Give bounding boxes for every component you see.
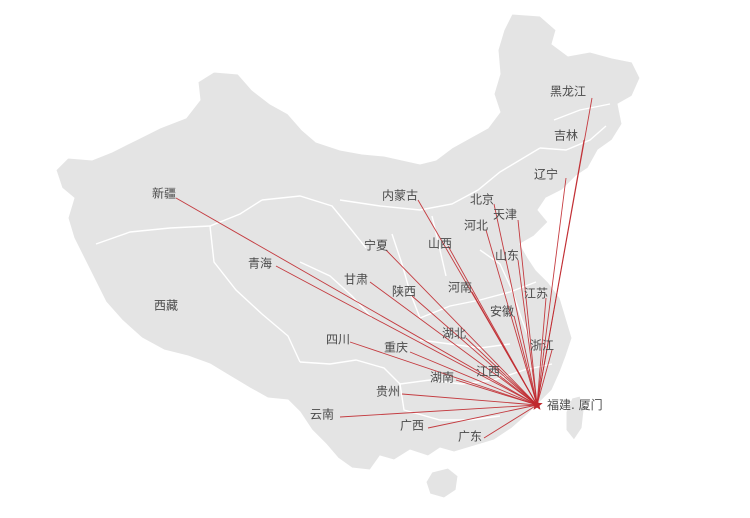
route-line-jiangxi (499, 375, 538, 406)
boundary-shaanxi (391, 233, 421, 319)
boundary-xinjiang-xizang (95, 199, 263, 245)
province-label-shanxi: 山西 (428, 237, 452, 251)
route-line-hebei (485, 229, 538, 406)
province-label-xizang: 西藏 (154, 299, 178, 313)
province-boundaries (95, 103, 611, 421)
boundary-gansu-sichuan (299, 261, 373, 319)
route-line-liaoning (536, 177, 567, 406)
route-line-xinjiang (175, 197, 538, 406)
hainan-island-shape (425, 467, 459, 499)
province-label-henan: 河南 (448, 280, 472, 295)
province-label-zhejiang: 浙江 (530, 339, 554, 353)
province-label-guangdong: 广东 (458, 430, 482, 444)
province-label-chongqing: 重庆 (384, 341, 408, 355)
boundary-qinghai-gansu (261, 195, 367, 249)
province-label-liaoning: 辽宁 (534, 167, 558, 182)
route-line-zhejiang (536, 349, 553, 406)
province-label-ningxia: 宁夏 (364, 238, 388, 253)
province-label-jilin: 吉林 (554, 129, 578, 143)
route-line-sichuan (349, 341, 538, 406)
boundary-northeast (539, 125, 607, 151)
province-label-shandong: 山东 (495, 249, 519, 263)
route-line-yunnan (339, 404, 538, 418)
province-label-heilongjiang: 黑龙江 (550, 85, 586, 99)
route-line-henan (471, 291, 538, 406)
boundary-central-north (419, 281, 537, 319)
origin-marker: 福建. 厦门 (531, 397, 603, 412)
origin-label: 福建. 厦门 (547, 397, 603, 412)
province-label-sichuan: 四川 (326, 333, 350, 347)
province-label-guangxi: 广西 (400, 419, 424, 433)
route-line-tianjin (517, 219, 538, 406)
province-label-yunnan: 云南 (310, 407, 334, 422)
route-line-ningxia (385, 249, 538, 406)
province-label-hunan: 湖南 (430, 370, 454, 385)
route-line-gansu (369, 281, 538, 406)
route-line-shandong (517, 259, 538, 406)
star-icon (531, 399, 543, 410)
boundary-shanxi-hebei (431, 215, 447, 277)
route-line-guangdong (483, 404, 538, 439)
land-mass (55, 13, 641, 499)
boundary-central-south (399, 363, 553, 385)
province-label-tianjin: 天津 (493, 208, 517, 222)
province-label-jiangxi: 江西 (476, 365, 500, 379)
boundary-neimenggu-south (339, 147, 541, 211)
province-label-jiangsu: 江苏 (524, 287, 548, 301)
route-line-hunan (455, 379, 538, 406)
province-label-beijing: 北京 (470, 193, 494, 207)
province-label-gansu: 甘肃 (344, 273, 368, 287)
province-label-guizhou: 贵州 (376, 385, 400, 399)
province-label-hubei: 湖北 (442, 326, 466, 341)
route-line-jilin (536, 139, 585, 406)
route-line-hubei (465, 337, 538, 406)
province-label-shaanxi: 陕西 (392, 284, 416, 299)
route-line-jiangsu (536, 297, 547, 406)
mainland-shape (55, 13, 641, 471)
routes-layer (175, 97, 593, 439)
province-label-xinjiang: 新疆 (152, 186, 176, 201)
boundary-guangxi-guangdong (399, 383, 501, 421)
route-line-qinghai (275, 265, 538, 406)
province-label-hebei: 河北 (464, 219, 488, 233)
route-line-shaanxi (411, 295, 538, 406)
province-label-neimenggu: 内蒙古 (382, 188, 418, 203)
boundary-sichuan-south (299, 359, 401, 385)
boundary-hubei-hunan (419, 339, 511, 349)
boundary-jilin-heilongjiang (553, 103, 611, 121)
route-line-chongqing (409, 351, 538, 406)
route-line-beijing (493, 203, 538, 406)
route-line-guangxi (427, 404, 538, 429)
province-label-anhui: 安徽 (490, 304, 514, 319)
province-label-qinghai: 青海 (248, 256, 272, 271)
route-line-anhui (513, 315, 538, 406)
route-line-guizhou (401, 393, 538, 406)
taiwan-island-shape (565, 395, 585, 441)
boundary-xizang-east (209, 225, 301, 363)
